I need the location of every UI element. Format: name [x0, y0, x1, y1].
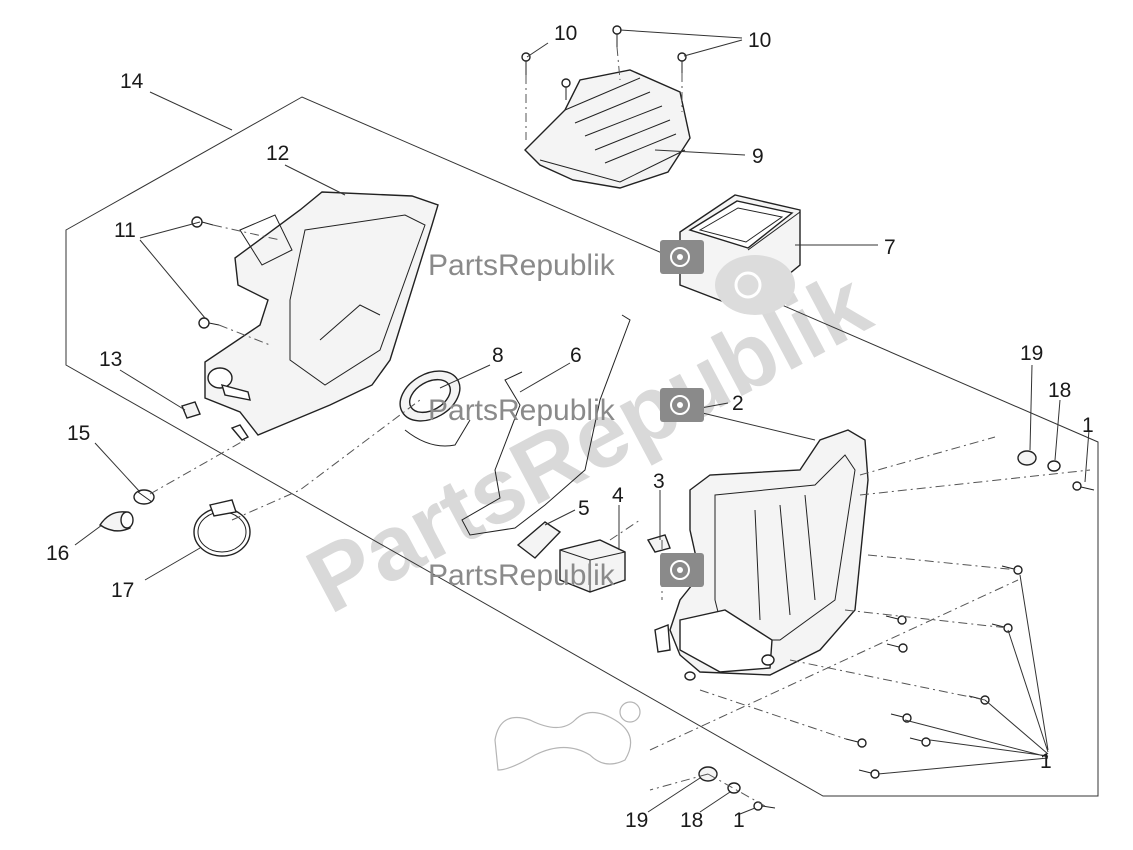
screw-icon — [191, 216, 214, 228]
screw-icon — [885, 615, 907, 625]
callout-18: 18 — [1048, 379, 1071, 402]
screw-icon — [991, 623, 1013, 633]
right-housing-part — [654, 429, 869, 681]
left-housing-part — [204, 191, 439, 441]
airbox-cover-part — [524, 69, 691, 189]
screw-icon — [198, 317, 220, 329]
screw-icon — [845, 738, 867, 748]
clip-part — [646, 534, 671, 553]
screw-icon — [561, 78, 571, 100]
callout-5: 5 — [578, 497, 590, 520]
gasket-wire-part — [461, 314, 631, 536]
callout-10: 10 — [748, 29, 771, 52]
grommet-19-part — [1017, 450, 1037, 466]
leader-lines — [74, 29, 1090, 815]
callout-15: 15 — [67, 422, 90, 445]
callout-10: 10 — [554, 22, 577, 45]
assembly-lines — [149, 399, 1091, 807]
screw-icon — [1072, 481, 1095, 491]
watermark-text: PartsRepublik — [428, 559, 616, 592]
callout-12: 12 — [266, 142, 289, 165]
callout-2: 2 — [732, 392, 744, 415]
callout-1: 1 — [733, 809, 745, 832]
callout-19: 19 — [625, 809, 648, 832]
callout-7: 7 — [884, 236, 896, 259]
screw-icon — [858, 769, 880, 779]
callout-14: 14 — [120, 70, 144, 93]
clamp-17-part — [193, 499, 251, 557]
assembly-outline — [65, 96, 1099, 797]
callout-4: 4 — [612, 484, 624, 507]
callout-1: 1 — [1040, 750, 1052, 773]
callout-9: 9 — [752, 145, 764, 168]
callout-19: 19 — [1020, 342, 1043, 365]
callout-1: 1 — [1082, 414, 1094, 437]
watermark-gear-icon — [715, 255, 795, 315]
seal-part — [516, 521, 562, 559]
watermark-gear-icon — [660, 240, 704, 274]
watermark-gear-icon — [660, 553, 704, 587]
watermark-text: PartsRepublik — [428, 249, 616, 282]
screw-icon — [612, 25, 622, 47]
callout-13: 13 — [99, 348, 122, 371]
screw-icon — [1001, 565, 1023, 575]
housing-screws-group — [845, 565, 1023, 779]
screw-11-group — [191, 216, 281, 346]
screw-10-group — [521, 25, 687, 140]
watermark-gear-icon — [660, 388, 704, 422]
watermark-text: PartsRepublik — [428, 394, 616, 427]
screw-icon — [677, 52, 687, 73]
washer-18-part — [727, 782, 741, 794]
callout-18: 18 — [680, 809, 703, 832]
block-part — [559, 539, 626, 593]
callout-16: 16 — [46, 542, 69, 565]
breather-hose-ghost — [494, 711, 632, 771]
callout-11: 11 — [114, 219, 136, 242]
screw-icon — [886, 643, 908, 653]
callout-8: 8 — [492, 344, 504, 367]
washer-18-part — [1047, 460, 1061, 472]
cap-16-part — [99, 511, 134, 532]
screw-icon — [521, 52, 531, 75]
hose-clamp-ghost — [619, 701, 641, 723]
screw-icon — [909, 737, 931, 747]
plug-13-part — [181, 401, 201, 419]
clip-15-part — [133, 489, 155, 505]
callout-3: 3 — [653, 470, 665, 493]
callout-6: 6 — [570, 344, 582, 367]
callout-17: 17 — [111, 579, 134, 602]
